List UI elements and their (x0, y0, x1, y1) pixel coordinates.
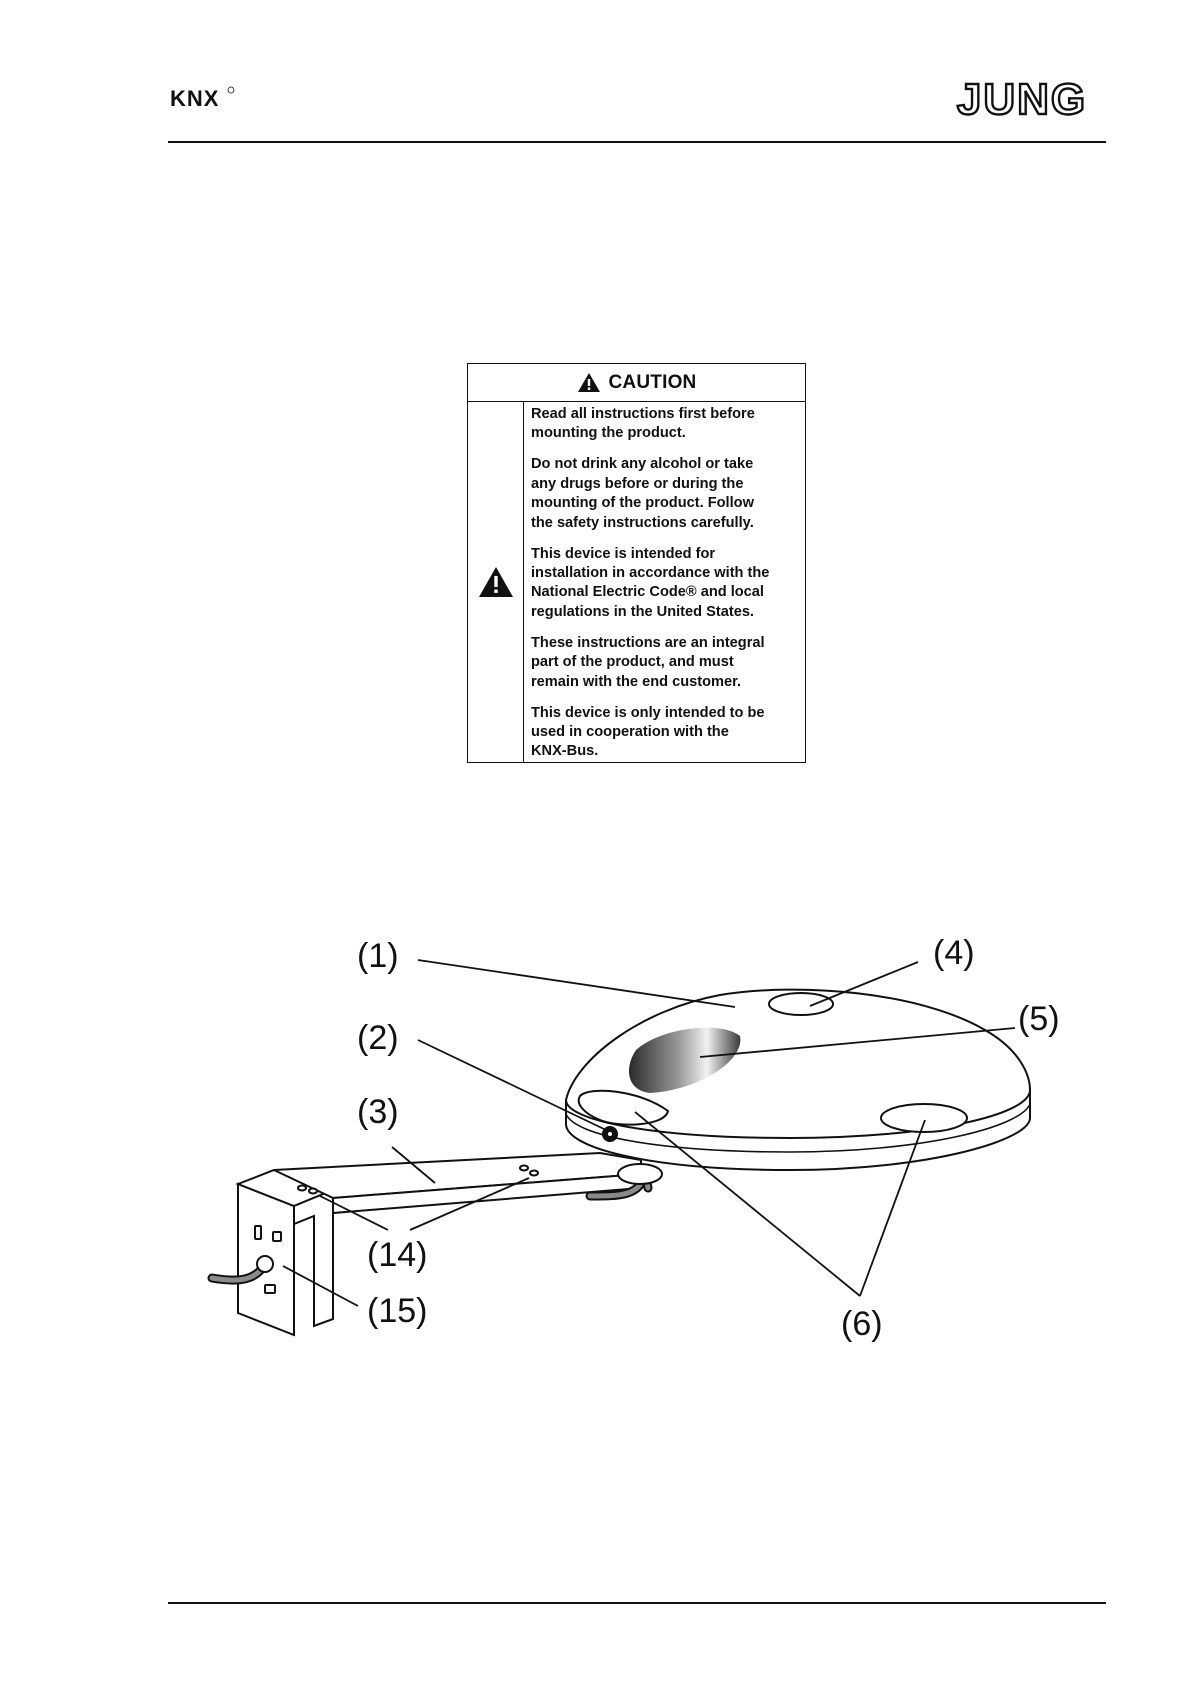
caution-paragraph: Read all instructions first before mount… (531, 406, 755, 442)
caution-box: CAUTION Read all instructions first befo… (467, 363, 806, 763)
knx-logo: KNX (170, 86, 235, 111)
callout-3: (3) (357, 1093, 399, 1131)
caution-header: CAUTION (468, 364, 805, 402)
jung-logo-text: JUNG (957, 76, 1087, 122)
caution-paragraph: This device is intended for installation… (531, 545, 770, 620)
warning-triangle-icon (577, 373, 600, 392)
caution-paragraph: Do not drink any alcohol or take any dru… (531, 456, 754, 531)
caution-paragraph: This device is only intended to be used … (531, 704, 765, 760)
header-rule (168, 141, 1106, 143)
caution-icon-column (468, 401, 524, 762)
caution-paragraph: These instructions are an integral part … (531, 634, 765, 690)
callout-5: (5) (1018, 1000, 1060, 1038)
callout-1: (1) (357, 937, 399, 975)
knx-logo-text: KNX (170, 86, 219, 111)
mounting-bracket (273, 1151, 642, 1215)
callout-2: (2) (357, 1019, 399, 1057)
caution-title: CAUTION (608, 371, 697, 393)
caution-body: Read all instructions first before mount… (468, 401, 805, 762)
cable (207, 1172, 653, 1285)
callout-15: (15) (367, 1292, 427, 1330)
sensor-device (564, 988, 1032, 1185)
callout-leaders (282, 959, 1016, 1307)
callout-14: (14) (367, 1236, 427, 1274)
callout-4: (4) (933, 934, 975, 972)
jung-logo: JUNG (956, 76, 1087, 122)
caution-text: Read all instructions first before mount… (524, 401, 805, 762)
callout-6: (6) (841, 1305, 883, 1343)
footer-rule (168, 1602, 1106, 1604)
outlet-box (235, 1168, 336, 1337)
warning-triangle-icon (478, 566, 513, 597)
